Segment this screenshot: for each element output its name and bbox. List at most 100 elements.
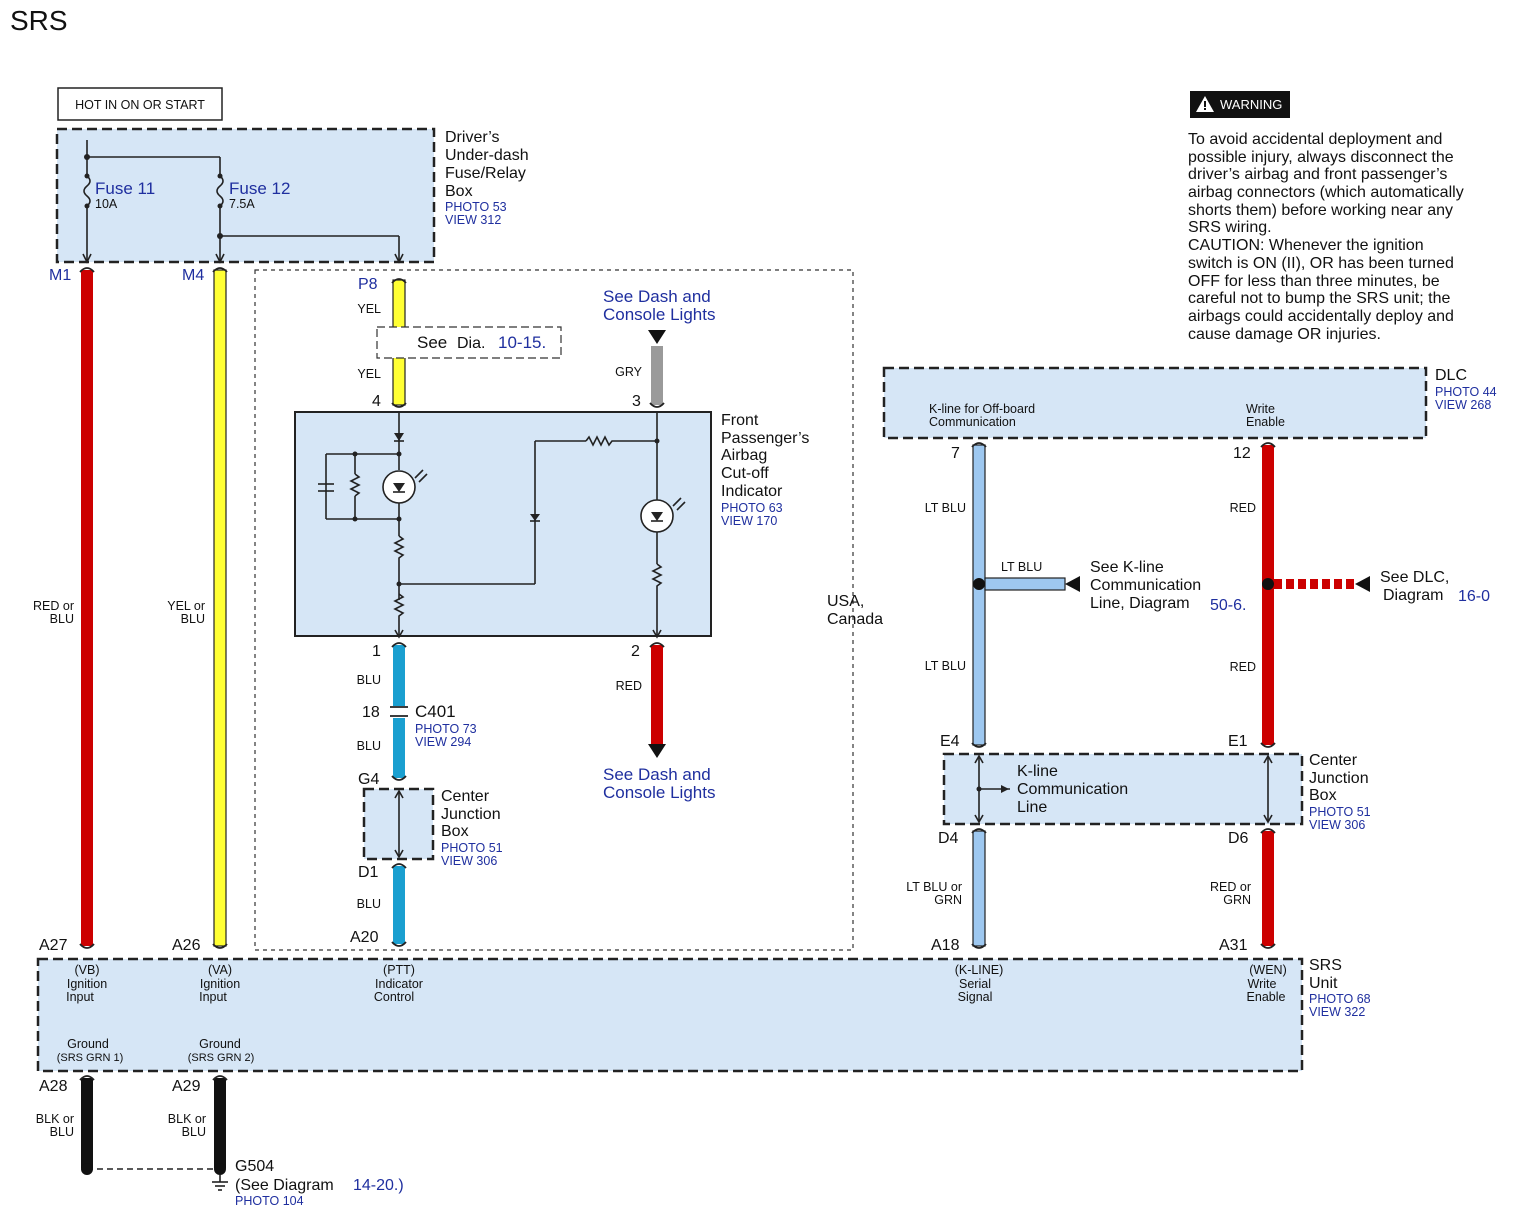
fuse-11-label: Fuse 11 xyxy=(95,179,155,198)
svg-text:Under-dash: Under-dash xyxy=(445,147,529,164)
wire-blk-or-blu-1 xyxy=(81,1078,93,1168)
svg-text:Ignition: Ignition xyxy=(67,977,107,991)
wire-lt-blu-branch xyxy=(984,577,1066,591)
svg-text:possible injury, always discon: possible injury, always disconnect the xyxy=(1188,149,1454,166)
wire-label-yel-or-blu: YEL or BLU xyxy=(167,599,205,626)
svg-text:VIEW 312: VIEW 312 xyxy=(445,213,501,227)
dlc-label: DLC PHOTO 44 VIEW 268 xyxy=(1435,367,1497,412)
svg-text:Airbag: Airbag xyxy=(721,447,767,464)
srs-terminal-va: (VA) Ignition Input xyxy=(199,963,240,1004)
svg-text:(See Diagram: (See Diagram xyxy=(235,1177,334,1194)
svg-text:See Dash and: See Dash and xyxy=(603,287,711,306)
arrow-left-dlc xyxy=(1355,576,1370,592)
svg-text:PHOTO 68: PHOTO 68 xyxy=(1309,992,1371,1006)
svg-text:PHOTO 51: PHOTO 51 xyxy=(441,841,503,855)
page-title: SRS xyxy=(10,5,68,36)
fuse-12-rating: 7.5A xyxy=(229,197,255,211)
pin-m4: M4 xyxy=(182,267,204,284)
svg-text:GRN: GRN xyxy=(1223,893,1251,907)
usa-canada-region xyxy=(254,269,854,951)
see-dia-dia: Dia. xyxy=(457,335,485,352)
svg-text:BLK or: BLK or xyxy=(36,1112,74,1126)
svg-text:PHOTO 63: PHOTO 63 xyxy=(721,501,783,515)
svg-text:K-line for Off-board: K-line for Off-board xyxy=(929,402,1035,416)
svg-text:Driver’s: Driver’s xyxy=(445,129,500,146)
srs-unit-label: SRS Unit PHOTO 68 VIEW 322 xyxy=(1309,957,1371,1019)
svg-text:GRN: GRN xyxy=(934,893,962,907)
svg-text:shorts them) before working ne: shorts them) before working near any xyxy=(1188,202,1453,219)
hot-label: HOT IN ON OR START xyxy=(75,98,205,112)
see-dia-num[interactable]: 10-15. xyxy=(498,333,546,352)
see-dash-lights-bottom[interactable]: See Dash and Console Lights xyxy=(603,765,715,802)
ground-symbol-icon xyxy=(212,1175,228,1191)
svg-text:16-0: 16-0 xyxy=(1458,588,1490,605)
svg-text:Box: Box xyxy=(445,183,473,200)
svg-text:(PTT): (PTT) xyxy=(383,963,415,977)
srs-terminal-vb: (VB) Ignition Input xyxy=(66,963,107,1004)
wire-label-blk-or-blu-2: BLK or BLU xyxy=(168,1112,206,1139)
svg-text:G504: G504 xyxy=(235,1158,274,1175)
svg-text:cause damage OR injuries.: cause damage OR injuries. xyxy=(1188,326,1381,343)
pin-7: 7 xyxy=(951,445,960,462)
svg-text:CAUTION: Whenever the ignition: CAUTION: Whenever the ignition xyxy=(1188,237,1424,254)
wire-lt-blu xyxy=(972,444,986,746)
svg-text:Write: Write xyxy=(1246,402,1275,416)
see-dash-lights-top[interactable]: See Dash and Console Lights xyxy=(603,287,715,324)
splice-point-kline xyxy=(973,578,985,590)
svg-text:careful not to bump the SRS un: careful not to bump the SRS unit; the xyxy=(1188,290,1450,307)
arrow-left-kline xyxy=(1065,576,1080,592)
svg-text:Communication: Communication xyxy=(1090,577,1201,594)
wire-yel-or-blu xyxy=(213,269,227,947)
svg-text:LT BLU or: LT BLU or xyxy=(906,880,962,894)
svg-text:VIEW 306: VIEW 306 xyxy=(441,854,497,868)
warning-text: To avoid accidental deployment and possi… xyxy=(1188,131,1464,343)
svg-text:Ignition: Ignition xyxy=(200,977,240,991)
svg-text:switch is ON (II), OR has been: switch is ON (II), OR has been turned xyxy=(1188,255,1454,272)
wire-gry xyxy=(651,346,663,405)
svg-text:airbag connectors (which autom: airbag connectors (which automatically xyxy=(1188,184,1464,201)
region-label: USA, Canada xyxy=(827,593,883,628)
wire-label-red-mid: RED xyxy=(616,679,642,693)
svg-text:See Dash and: See Dash and xyxy=(603,765,711,784)
indicator-box xyxy=(294,411,712,637)
svg-text:USA,: USA, xyxy=(827,593,864,610)
wire-label-yel-bottom: YEL xyxy=(357,367,381,381)
svg-text:PHOTO 51: PHOTO 51 xyxy=(1309,805,1371,819)
pin-a28: A28 xyxy=(39,1078,68,1095)
svg-text:Indicator: Indicator xyxy=(375,977,423,991)
wire-label-lt-blu-2: LT BLU xyxy=(925,659,966,673)
see-kline-reference[interactable]: See K-line Communication Line, Diagram 5… xyxy=(1090,559,1246,614)
wire-label-lt-blu-branch: LT BLU xyxy=(1001,560,1042,574)
fuse-11-rating: 10A xyxy=(95,197,118,211)
svg-text:PHOTO 73: PHOTO 73 xyxy=(415,722,477,736)
svg-text:BLU: BLU xyxy=(181,612,205,626)
wire-label-lt-blu-1: LT BLU xyxy=(925,501,966,515)
wire-lt-blu-or-grn xyxy=(972,830,986,947)
svg-text:Signal: Signal xyxy=(958,990,993,1004)
srs-terminal-wen: (WEN) Write Enable xyxy=(1247,963,1287,1004)
wire-red-or-grn xyxy=(1262,831,1274,946)
svg-text:See DLC,: See DLC, xyxy=(1380,569,1449,586)
pin-a27: A27 xyxy=(39,937,68,954)
svg-text:Center: Center xyxy=(1309,752,1358,769)
svg-text:Junction: Junction xyxy=(1309,770,1369,787)
svg-text:SRS: SRS xyxy=(1309,957,1342,974)
svg-text:BLU: BLU xyxy=(50,1125,74,1139)
pin-a31: A31 xyxy=(1219,937,1248,954)
svg-text:To avoid accidental deployment: To avoid accidental deployment and xyxy=(1188,131,1442,148)
pin-3: 3 xyxy=(632,393,641,410)
arrow-down-dash-lights-bottom xyxy=(648,744,666,758)
wire-label-blk-or-blu-1: BLK or BLU xyxy=(36,1112,74,1139)
svg-text:Enable: Enable xyxy=(1247,990,1286,1004)
cjb-right-label: Center Junction Box PHOTO 51 VIEW 306 xyxy=(1309,752,1371,832)
svg-text:Communication: Communication xyxy=(1017,781,1128,798)
svg-text:Write: Write xyxy=(1248,977,1277,991)
ground-g504-label: G504 (See Diagram 14-20.) PHOTO 104 xyxy=(235,1158,404,1208)
pin-e4: E4 xyxy=(940,733,960,750)
wire-red-pin2 xyxy=(651,645,663,745)
pin-12: 12 xyxy=(1233,445,1251,462)
see-dlc-reference[interactable]: See DLC, Diagram 16-0 xyxy=(1380,569,1490,605)
srs-terminal-ground-2: Ground (SRS GRN 2) xyxy=(188,1037,255,1064)
wire-label-red-r1: RED xyxy=(1230,501,1256,515)
